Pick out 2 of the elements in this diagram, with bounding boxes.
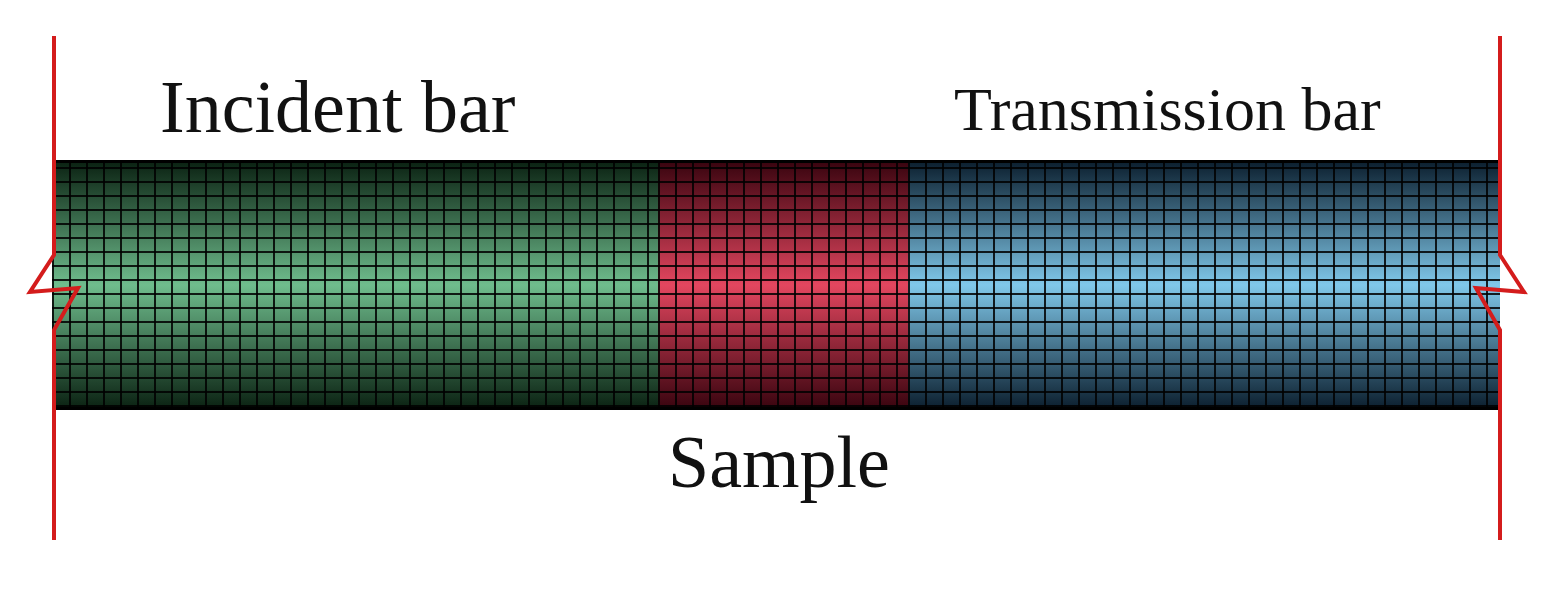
bar-label: Transmission bar — [954, 78, 1381, 140]
bar-label: Incident bar — [160, 70, 516, 144]
